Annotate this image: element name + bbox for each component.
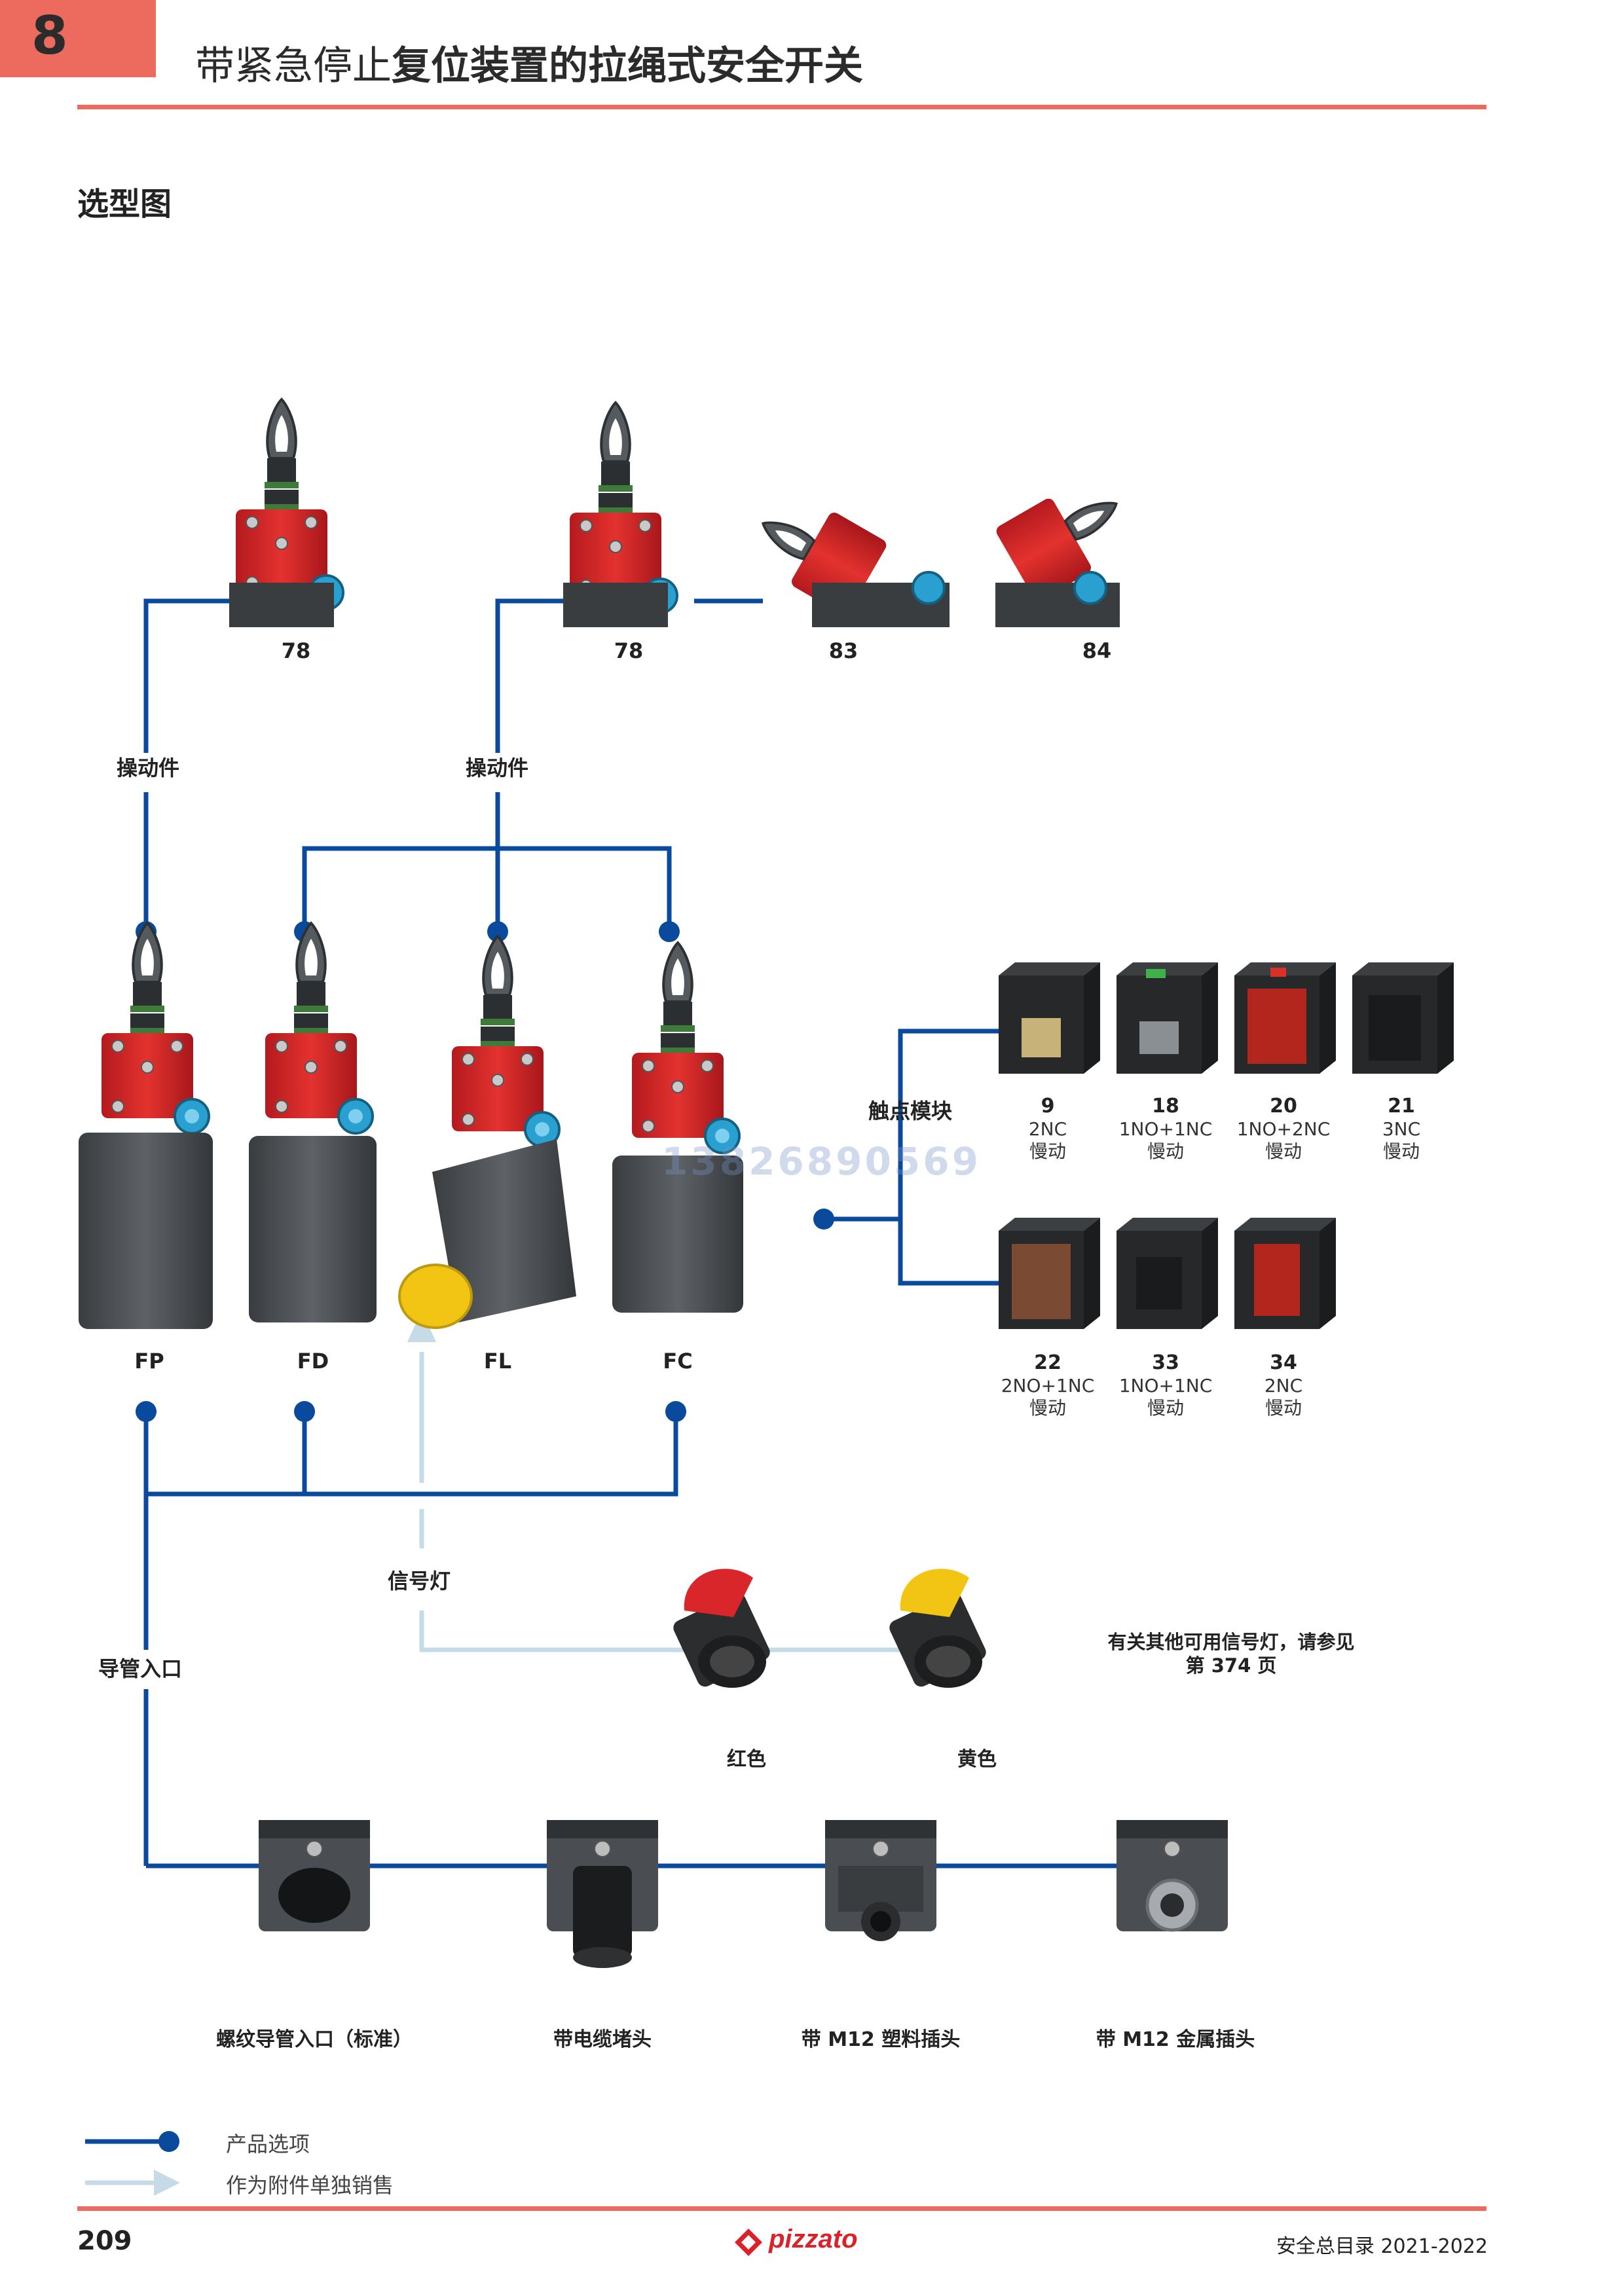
actuator-78-right	[563, 403, 677, 627]
contact-code: 22	[1034, 1351, 1061, 1374]
pizzato-logo: pizzato	[733, 2221, 858, 2260]
actuator-code: 78	[614, 638, 644, 663]
brand-name: pizzato	[769, 2225, 858, 2253]
contact-lines	[824, 1029, 999, 1286]
contact-18	[1116, 962, 1218, 1074]
contact-action: 慢动	[1147, 1140, 1184, 1162]
conduit-option: 带电缆堵头	[553, 2028, 652, 2051]
body-code: FP	[134, 1349, 164, 1374]
lamp-note-line1: 有关其他可用信号灯，请参见	[1107, 1631, 1355, 1653]
actuator-code: 83	[828, 638, 858, 663]
conduit-gland	[546, 1819, 659, 1968]
contact-action: 慢动	[1382, 1140, 1420, 1162]
contact-config: 1NO+2NC	[1236, 1118, 1331, 1140]
conduit-option: 带 M12 金属插头	[1096, 2028, 1255, 2051]
conduit-m12-metal	[1116, 1819, 1228, 1932]
contact-code: 33	[1152, 1351, 1179, 1374]
contact-20	[1234, 962, 1336, 1074]
contact-code: 20	[1270, 1095, 1297, 1118]
contact-action: 慢动	[1029, 1397, 1066, 1419]
body-code: FL	[483, 1349, 512, 1374]
contact-action: 慢动	[1264, 1140, 1302, 1162]
chapter-number: 8	[31, 5, 68, 66]
contact-21	[1352, 962, 1454, 1074]
conduit-m12-plastic	[824, 1819, 937, 1941]
lamp-yellow	[887, 1569, 989, 1690]
contact-code: 21	[1388, 1095, 1415, 1118]
legend-option: 产品选项	[226, 2132, 310, 2157]
watermark: 13826890569	[661, 1139, 981, 1184]
header-rule	[77, 105, 1486, 109]
legend-graphics	[85, 2131, 180, 2196]
catalog-title: 安全总目录 2021-2022	[1276, 2235, 1488, 2258]
actuator-label: 操动件	[466, 756, 529, 780]
actuator-dots	[136, 921, 680, 942]
lamp-note-line2: 第 374 页	[1185, 1654, 1277, 1677]
body-fp	[79, 923, 213, 1329]
contact-action: 慢动	[1147, 1397, 1184, 1419]
contact-code: 18	[1152, 1095, 1179, 1118]
actuator-code: 84	[1082, 638, 1112, 663]
actuator-code: 78	[281, 638, 311, 663]
contact-action: 慢动	[1264, 1397, 1302, 1419]
title-bold: 复位装置的拉绳式安全开关	[392, 43, 863, 89]
actuator-78-left	[229, 399, 343, 627]
contact-code: 9	[1041, 1095, 1055, 1118]
footer-rule	[77, 2206, 1486, 2211]
contact-config: 2NC	[1028, 1118, 1067, 1140]
contact-config: 2NC	[1264, 1375, 1303, 1396]
actuator-lines	[143, 598, 930, 930]
contact-config: 2NO+1NC	[1001, 1375, 1095, 1396]
conduit-thread	[258, 1819, 371, 1932]
contact-block-label: 触点模块	[868, 1099, 953, 1123]
conduit-dots	[136, 1401, 686, 1422]
body-fc	[612, 943, 743, 1313]
lamp-red	[671, 1569, 773, 1690]
contact-config: 3NC	[1382, 1118, 1421, 1140]
body-fl	[398, 936, 576, 1329]
conduit-option: 带 M12 塑料插头	[801, 2028, 961, 2051]
contact-config: 1NO+1NC	[1118, 1118, 1213, 1140]
legend-accessory: 作为附件单独销售	[226, 2173, 394, 2198]
contact-dot	[813, 1209, 834, 1230]
conduit-label: 导管入口	[98, 1656, 183, 1681]
contact-34	[1234, 1218, 1336, 1329]
signal-lamp-label: 信号灯	[388, 1569, 451, 1594]
contact-code: 34	[1270, 1351, 1297, 1374]
title-regular: 带紧急停止	[195, 43, 392, 89]
accessory-lines	[419, 1352, 930, 1652]
body-code: FC	[663, 1349, 693, 1374]
contact-config: 1NO+1NC	[1118, 1375, 1213, 1396]
section-title: 选型图	[77, 186, 172, 223]
contact-33	[1116, 1218, 1218, 1329]
pizzato-logo-icon	[735, 2229, 762, 2256]
body-fd	[249, 923, 377, 1322]
actuator-label: 操动件	[117, 756, 180, 780]
contact-22	[999, 1218, 1100, 1329]
conduit-option: 螺纹导管入口（标准）	[216, 2028, 413, 2051]
body-code: FD	[297, 1349, 329, 1374]
contact-action: 慢动	[1029, 1140, 1066, 1162]
lamp-label-red: 红色	[727, 1748, 766, 1771]
page-number: 209	[77, 2226, 132, 2256]
lamp-label-yellow: 黄色	[957, 1748, 997, 1771]
actuator-84	[996, 491, 1124, 600]
contact-9	[999, 962, 1100, 1074]
page-title: 带紧急停止复位装置的拉绳式安全开关	[195, 34, 863, 91]
chapter-tab	[0, 0, 156, 77]
lamp-note: 有关其他可用信号灯，请参见 第 374 页	[1094, 1630, 1369, 1677]
